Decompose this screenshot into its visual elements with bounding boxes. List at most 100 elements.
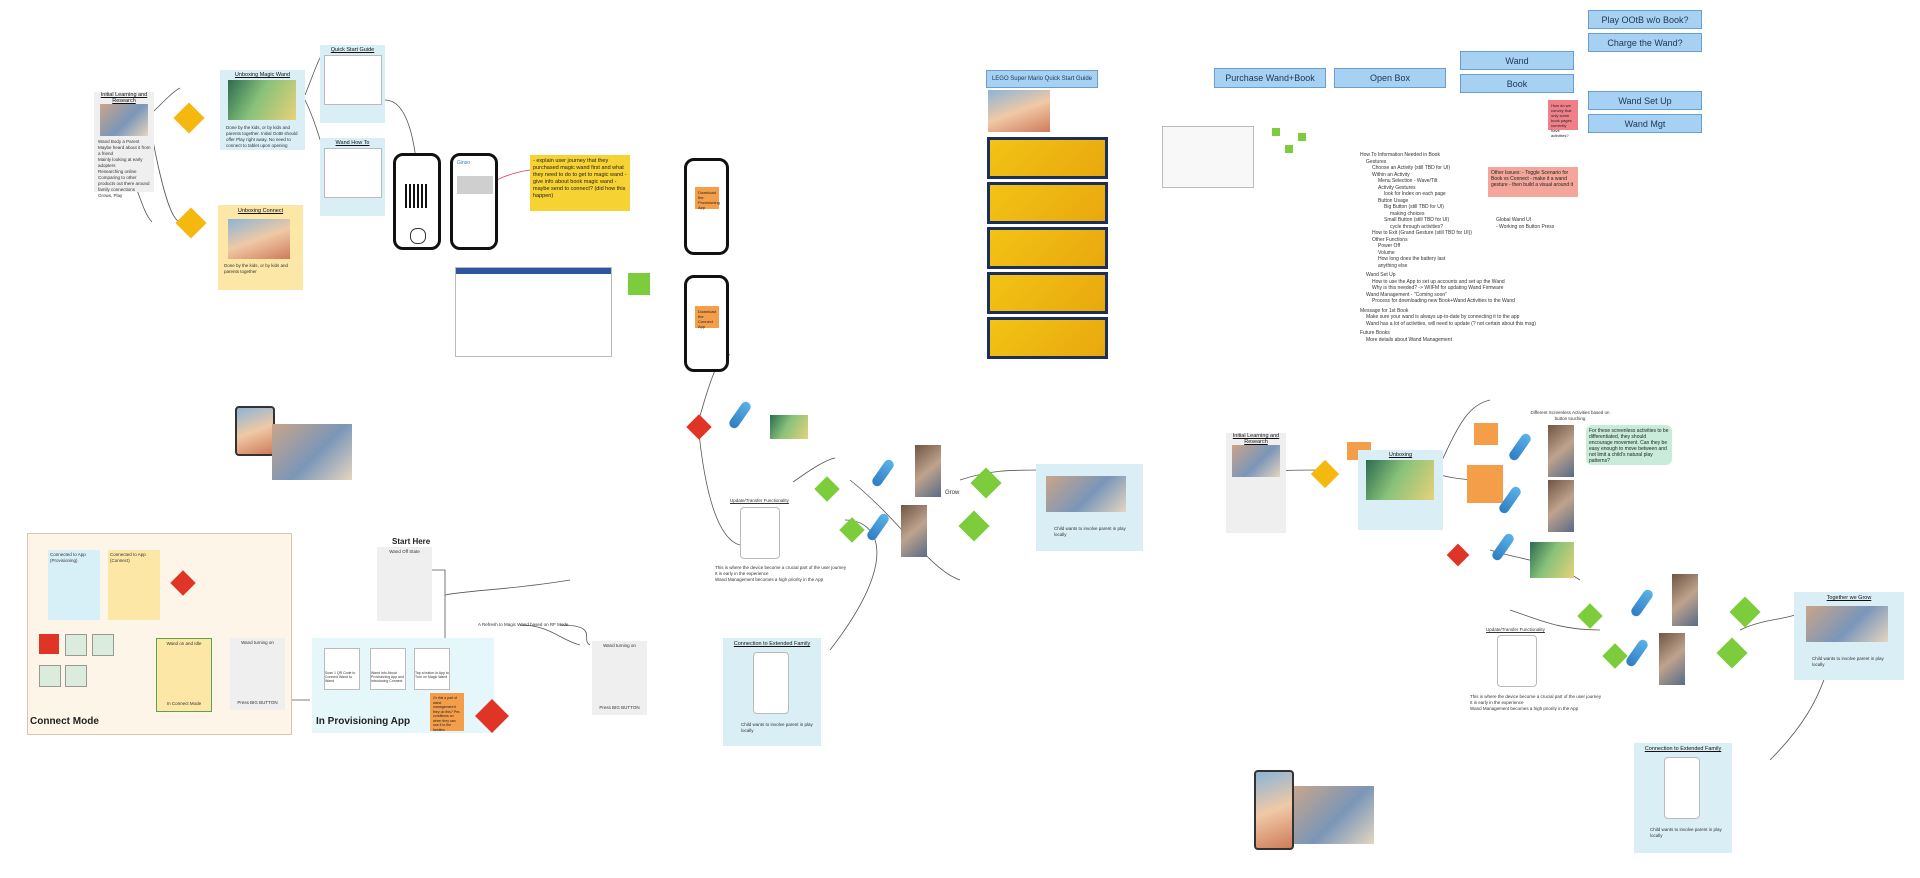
tablet-right — [1497, 635, 1537, 687]
connect-mini-4 — [39, 665, 61, 687]
connected-prov-card: Connected to App (Provisioning) — [48, 550, 100, 620]
kid-photo-mid-1 — [915, 445, 941, 497]
family-tablet-right — [1664, 757, 1700, 819]
wand-howto-doc — [324, 148, 382, 198]
step-1-card: Scan 1 QR Code to Connect Wand to Wand — [324, 648, 360, 690]
unboxing-wand-title: Unboxing Magic Wand — [234, 72, 291, 78]
open-box: Open Box — [1334, 68, 1446, 88]
quick-start-doc — [324, 55, 382, 105]
wand-turning-on-label: Wand turning on — [241, 640, 274, 645]
together-right-note: Child wants to involve parent in play lo… — [1812, 656, 1884, 667]
wand-mgt-box: Wand Mgt — [1588, 114, 1702, 133]
right-orange-sticky-2 — [1474, 423, 1498, 445]
phone-download-2: Download the Connect App — [684, 275, 729, 372]
wand-howto-card: Wand How To — [320, 138, 385, 216]
lego-page-5 — [987, 317, 1108, 359]
tablet-mid — [740, 507, 780, 559]
connection-family-mid-title: Connection to Extended Family — [733, 641, 811, 647]
web-app-header — [456, 268, 611, 274]
child-image-1 — [272, 424, 352, 480]
together-right-title: Together we Grow — [1826, 595, 1872, 601]
wand-on-idle-label: Wand on and Idle — [166, 641, 202, 646]
update-title-right: Update/Transfer Functionality — [1486, 627, 1545, 632]
provisioning-label: In Provisioning App — [316, 716, 411, 727]
outline-text: How To Information Needed in Book Gestur… — [1360, 152, 1536, 343]
unboxing-2-title: Unboxing — [1388, 452, 1413, 458]
together-photo-right — [1806, 606, 1888, 642]
connection-family-right-note: Child wants to involve parent in play lo… — [1650, 827, 1722, 838]
initial-learning-2-title: Initial Learning and Research — [1232, 433, 1280, 445]
connection-family-right-title: Connection to Extended Family — [1644, 746, 1722, 752]
connection-family-mid-note: Child wants to involve parent in play lo… — [741, 722, 813, 733]
thumb-sticky-3 — [1298, 133, 1306, 141]
press-big-label: Press BIG BUTTON — [237, 700, 278, 705]
step-3-card: Tap a button in App to Turn on Magic Wan… — [414, 648, 450, 690]
phone-download-1: Download the Provisioning App — [684, 158, 729, 255]
phone-qr — [393, 153, 441, 250]
lego-page-3 — [987, 227, 1108, 269]
kid-photo-right-2 — [1548, 480, 1574, 532]
lego-page-4 — [987, 272, 1108, 314]
initial-learning-card-2: Initial Learning and Research — [1226, 433, 1286, 533]
research-photo-2 — [1232, 445, 1280, 477]
kid-photo-right-1 — [1548, 425, 1574, 477]
research-photo — [100, 104, 148, 136]
book-box: Book — [1460, 74, 1574, 93]
lego-page-2 — [987, 182, 1108, 224]
tablet-image-1 — [235, 406, 275, 456]
connected-conn-card: Connected to App (Connect) — [108, 550, 160, 620]
connect-mini-5 — [65, 665, 87, 687]
initial-learning-card: Initial Learning and Research Wand Body … — [94, 92, 154, 198]
book-photo-right — [1530, 542, 1574, 578]
wand-howto-title: Wand How To — [335, 140, 370, 146]
wand-box: Wand — [1460, 51, 1574, 70]
book-photo-mid — [770, 415, 808, 439]
wand-setup-box: Wand Set Up — [1588, 91, 1702, 110]
lego-title: LEGO Super Mario Quick Start Guide — [986, 70, 1098, 88]
connect-mini-1 — [39, 634, 59, 654]
connection-family-right: Connection to Extended Family Child want… — [1634, 743, 1732, 853]
journey-bullets-mid: This is where the device become a crucia… — [715, 565, 847, 582]
unboxing-connect-note: Done by the kids, or by kids and parents… — [224, 263, 289, 274]
different-activities-label: Different Screenless Activities based on… — [1530, 410, 1610, 421]
start-here-label: Start Here — [392, 537, 431, 546]
registering-sticky — [628, 273, 650, 295]
phone-app: Ginso — [450, 153, 498, 250]
phone-home-button — [410, 228, 426, 244]
journey-bullets-right: This is where the device become a crucia… — [1470, 694, 1602, 711]
initial-bullets: Wand Body a Parent Maybe heard about it … — [98, 139, 151, 198]
wand-turning-on-2-label: Wand turning on — [603, 643, 636, 648]
download-connect-sticky: Download the Connect App — [695, 306, 719, 329]
quick-guide-thumb — [1162, 126, 1254, 188]
download-prov-sticky: Download the Provisioning App — [695, 187, 720, 210]
kid-photo-mid-2 — [901, 505, 927, 557]
press-big-2-label: Press BIG BUTTON — [599, 705, 640, 710]
grow-label: Grow — [945, 490, 960, 496]
in-connect-mode-label: In Connect Mode — [166, 701, 202, 706]
screenless-sticky: For these screenless activities to be di… — [1586, 425, 1672, 465]
unboxing-note: Done by the kids, or by kids and parents… — [226, 125, 298, 148]
quick-start-card: Quick Start Guide — [320, 45, 385, 123]
play-ootb-box: Play OOtB w/o Book? — [1588, 10, 1702, 29]
step-2-label: Wand Info About Provisioning App and Int… — [371, 671, 404, 683]
step-2-card: Wand Info About Provisioning App and Int… — [370, 648, 406, 690]
app-video — [457, 176, 493, 194]
or-is-this-sticky: Or this a part of wand management if the… — [430, 693, 464, 732]
connected-conn-label: Connected to App (Connect) — [110, 552, 146, 563]
app-brand: Ginso — [457, 160, 471, 166]
kid-photo-right-3 — [1672, 574, 1698, 626]
quick-start-title: Quick Start Guide — [330, 47, 375, 53]
wand-turning-on-card: Wand turning on Press BIG BUTTON — [230, 638, 285, 710]
qr-code — [405, 184, 429, 208]
in-connect-mode-card: Wand on and Idle In Connect Mode — [156, 638, 212, 712]
unboxing-photo-2 — [1366, 460, 1434, 500]
kid-photo-right-4 — [1659, 633, 1685, 685]
global-wand-ui: Global Wand UI - Working on Button Press — [1496, 217, 1555, 230]
how-do-we-sticky: How do we convey that only some book pag… — [1548, 100, 1578, 138]
right-orange-sticky-3 — [1467, 465, 1503, 503]
connected-prov-label: Connected to App (Provisioning) — [50, 552, 86, 563]
lego-box-image — [988, 90, 1050, 132]
explain-journey-sticky: - explain user journey that they purchas… — [530, 155, 630, 211]
together-mid-note: Child wants to involve parent in play lo… — [1054, 526, 1126, 537]
unboxing-card-2: Unboxing — [1358, 450, 1443, 530]
